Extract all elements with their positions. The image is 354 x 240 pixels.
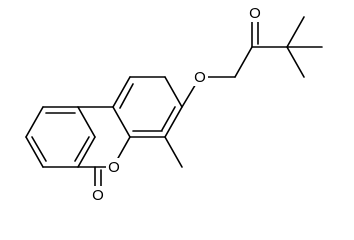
bond: [286, 46, 305, 78]
bond: [161, 106, 176, 131]
bond: [74, 136, 90, 162]
bond: [77, 106, 96, 138]
bond: [112, 106, 131, 138]
bond: [234, 46, 253, 78]
bonds: [25, 16, 323, 194]
bond: [119, 83, 134, 109]
bond: [25, 136, 44, 168]
ether-oxygen-label: O: [194, 69, 206, 86]
bond: [77, 136, 96, 168]
bond: [164, 76, 183, 108]
bond: [112, 76, 131, 108]
ring-oxygen-label: O: [108, 159, 120, 176]
bond: [25, 106, 44, 138]
bond: [164, 136, 183, 168]
atom-labels: O O O O: [90, 4, 263, 204]
bond: [164, 106, 183, 138]
lactone-carbonyl-oxygen-label: O: [92, 187, 104, 204]
bond: [286, 16, 305, 48]
ketone-oxygen-label: O: [249, 5, 261, 22]
bond: [31, 136, 47, 162]
